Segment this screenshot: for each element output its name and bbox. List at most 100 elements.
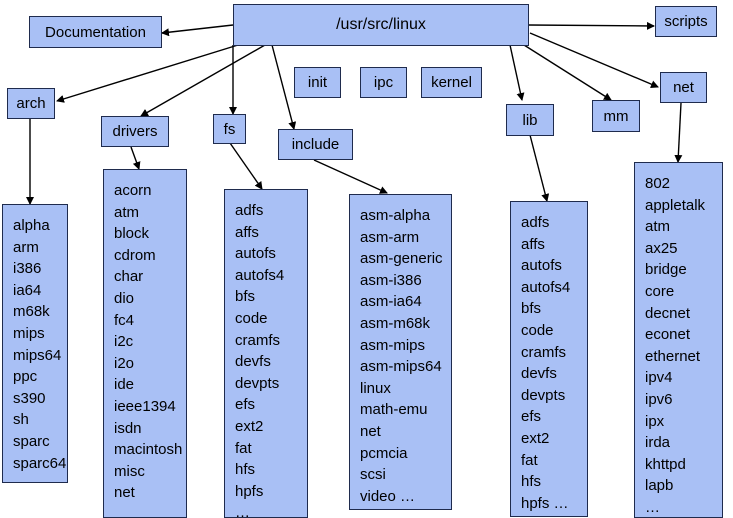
net-list-item: ethernet [645, 347, 701, 365]
lib-list-item: devpts [521, 386, 566, 404]
net-list-item: khttpd [645, 455, 686, 473]
include-list-item: asm-ia64 [360, 293, 422, 311]
net-list-item: ipx [645, 412, 665, 430]
arch-list-item: sparc [13, 432, 50, 450]
documentation-node: Documentation [29, 16, 162, 48]
drivers-list-item: acorn [114, 182, 152, 199]
arch-list-item: alpha [13, 217, 50, 234]
net-list-item: … [645, 498, 660, 516]
arrow-root-to-net [529, 32, 659, 88]
net-list-item: ipv6 [645, 390, 673, 408]
ipc-node: ipc [360, 67, 407, 98]
fs-list-item: cramfs [235, 331, 280, 349]
include-list-item: asm-mips [360, 336, 426, 354]
net-list-item: bridge [645, 261, 687, 279]
net-list-item: appletalk [645, 196, 706, 214]
net-list-item: decnet [645, 304, 691, 322]
include-list-item: asm-mips64 [360, 358, 442, 376]
arch-list-item: mips64 [13, 346, 62, 364]
fs-list-item: bfs [235, 288, 256, 306]
arrow-root-to-include [271, 44, 297, 130]
scripts-node: scripts [655, 6, 717, 37]
lib-list-item: cramfs [521, 343, 566, 361]
drivers-list-item: fc4 [114, 311, 135, 329]
arrow-root-to-mm [523, 44, 612, 101]
fs-list-item: efs [235, 396, 256, 414]
arch-list-item: sh [13, 411, 29, 429]
include-node: include [278, 129, 353, 160]
drivers-list-item: cdrom [114, 246, 156, 264]
lib-list-item: affs [521, 235, 545, 253]
arch-list-item: mips [13, 324, 45, 342]
arrow-root-to-drivers [140, 44, 266, 117]
net-list-item: ax25 [645, 239, 678, 257]
net-list-item: ipv4 [645, 369, 673, 387]
drivers-list-item: ide [114, 376, 135, 394]
fs-list-item: fat [235, 439, 252, 457]
lib-node: lib [506, 104, 554, 136]
arch-list-item: ia64 [13, 281, 42, 299]
lib-list-item: devfs [521, 365, 557, 383]
arrow-net-to-list [674, 102, 683, 163]
lib-list-item: ext2 [521, 429, 550, 447]
drivers-list-item: i2c [114, 333, 134, 351]
net-list-item: econet [645, 326, 691, 344]
fs-list-item: code [235, 309, 268, 327]
arrow-root-to-scripts [527, 21, 655, 30]
fs-list-item: devpts [235, 374, 280, 392]
lib-list-item: adfs [521, 214, 550, 231]
drivers-list-item: atm [114, 203, 140, 221]
lib-list-item: efs [521, 408, 542, 426]
fs-list: adfs affs autofs autofs4 bfs code cramfs devfs d… [224, 189, 308, 518]
net-list-item: irda [645, 434, 671, 452]
net-list-item: 802 [645, 175, 671, 192]
arrow-fs-to-list [229, 142, 263, 190]
include-list-item: asm-m68k [360, 314, 431, 332]
fs-node: fs [213, 114, 246, 144]
arch-list-item: sparc64 [13, 454, 67, 472]
fs-list-item: hpfs [235, 482, 264, 500]
arrow-lib-to-list [529, 134, 550, 202]
drivers-list-item: … [114, 505, 129, 518]
fs-list-item: affs [235, 223, 259, 241]
include-list-item: asm-arm [360, 228, 420, 246]
arch-list-item: ppc [13, 368, 38, 386]
include-list-item: asm-alpha [360, 207, 431, 224]
drivers-list-item: net [114, 484, 135, 502]
include-list-item: scsi [360, 466, 386, 484]
kernel-node: kernel [421, 67, 482, 98]
drivers-list-item: char [114, 268, 144, 286]
include-list-item: video … [360, 487, 416, 505]
drivers-list-item: dio [114, 289, 135, 307]
arrow-root-to-arch [56, 44, 239, 103]
arrow-include-to-list [313, 159, 388, 194]
include-list-item: pcmcia [360, 444, 408, 462]
arch-list-item: m68k [13, 303, 50, 321]
fs-list-item: adfs [235, 202, 264, 219]
arch-node: arch [7, 88, 55, 119]
lib-list-item: autofs4 [521, 278, 571, 296]
arrow-root-to-documentation [161, 24, 234, 37]
root-node: /usr/src/linux [233, 4, 529, 46]
arrow-root-to-lib [509, 44, 525, 101]
include-list: asm-alpha asm-arm asm-generic asm-i386 asm-i… [349, 194, 452, 510]
net-node: net [660, 72, 707, 103]
fs-list-item: devfs [235, 353, 271, 371]
drivers-node: drivers [101, 116, 169, 147]
include-list-item: net [360, 422, 381, 440]
lib-list-item: bfs [521, 300, 542, 318]
include-list-item: asm-i386 [360, 271, 422, 289]
lib-list-item: autofs [521, 257, 562, 275]
net-list-item: atm [645, 218, 671, 236]
lib-list-item: hpfs … [521, 494, 569, 512]
arch-list-item: arm [13, 238, 39, 256]
fs-list-item: … [235, 504, 250, 518]
init-node: init [294, 67, 341, 98]
fs-list-item: autofs4 [235, 266, 285, 284]
include-list-item: asm-generic [360, 250, 443, 268]
arch-list-item: i386 [13, 260, 42, 278]
fs-list-item: autofs [235, 245, 276, 263]
drivers-list-item: macintosh [114, 441, 183, 459]
net-list-item: lapb [645, 477, 674, 495]
